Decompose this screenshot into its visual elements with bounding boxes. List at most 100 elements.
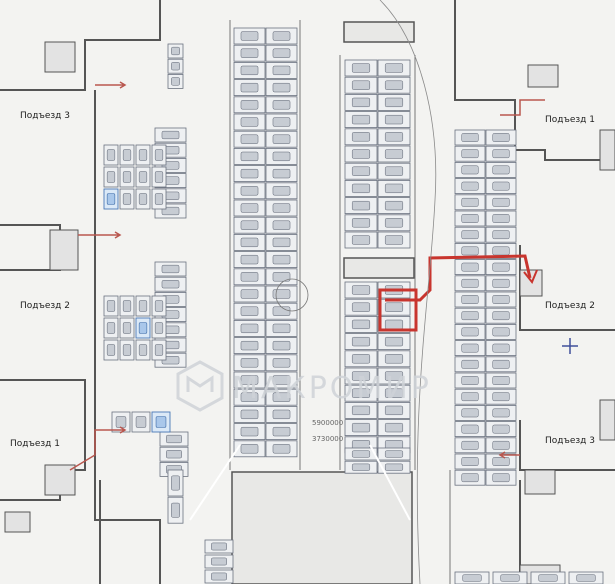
arrow-entrance-1	[69, 426, 127, 471]
car-icon	[272, 220, 291, 230]
car-icon	[272, 31, 291, 41]
car-icon	[272, 168, 291, 179]
entrance-label-right-2: Подъезд 2	[545, 301, 595, 311]
car-icon	[240, 237, 259, 248]
car-icon	[461, 440, 479, 450]
car-icon	[461, 230, 479, 240]
car-icon	[384, 319, 404, 330]
car-icon	[384, 371, 404, 381]
car-icon	[240, 358, 259, 368]
car-icon	[272, 117, 291, 127]
car-icon	[351, 218, 371, 228]
car-icon	[384, 388, 404, 398]
car-icon	[135, 416, 147, 428]
car-icon	[492, 246, 510, 256]
car-icon	[492, 278, 510, 288]
car-icon	[492, 149, 510, 159]
entrance-label-left-3: Подъезд 3	[20, 111, 70, 121]
car-icon	[240, 186, 259, 196]
car-icon	[461, 457, 479, 466]
arrow-right-1	[500, 99, 545, 116]
car-icon	[351, 319, 371, 330]
car-icon	[272, 134, 291, 144]
car-icon	[384, 463, 404, 471]
car-icon	[106, 344, 116, 356]
car-icon	[272, 392, 291, 402]
car-icon	[492, 359, 510, 369]
car-icon	[171, 62, 180, 71]
car-icon	[461, 197, 479, 207]
car-icon	[106, 300, 116, 312]
car-icon	[492, 424, 510, 434]
car-icon	[240, 392, 259, 402]
car-icon	[461, 149, 479, 159]
car-icon	[240, 203, 259, 213]
car-icon	[461, 424, 479, 434]
car-icon	[351, 149, 371, 159]
car-icon	[154, 149, 164, 161]
car-icon	[272, 254, 291, 265]
car-icon	[351, 235, 371, 245]
car-icon	[154, 322, 164, 334]
handwritten-number-2: 3730000	[312, 435, 343, 443]
car-icon	[106, 149, 116, 161]
car-icon	[492, 262, 510, 272]
car-icon	[351, 80, 371, 90]
car-icon	[384, 183, 404, 194]
car-icon	[492, 440, 510, 450]
car-icon	[461, 392, 479, 402]
car-icon	[211, 557, 227, 566]
car-icon	[122, 344, 132, 356]
car-icon	[272, 151, 291, 162]
car-icon	[492, 473, 510, 483]
car-icon	[155, 416, 167, 428]
car-icon	[492, 165, 510, 175]
car-icon	[461, 473, 479, 483]
car-icon	[492, 376, 510, 385]
entrance-label-right-1: Подъезд 1	[545, 115, 595, 125]
car-icon	[240, 254, 259, 265]
car-icon	[115, 416, 127, 428]
car-icon	[122, 300, 132, 312]
car-icon	[384, 422, 404, 433]
car-icon	[240, 117, 259, 127]
car-icon	[351, 463, 371, 471]
car-icon	[161, 264, 180, 274]
car-icon	[461, 311, 479, 321]
car-icon	[538, 574, 558, 582]
car-icon	[492, 230, 510, 240]
car-icon	[384, 405, 404, 416]
car-icon	[461, 327, 479, 337]
car-icon	[492, 311, 510, 321]
car-icon	[122, 193, 132, 205]
car-icon	[240, 272, 259, 282]
car-icon	[240, 426, 259, 437]
car-icon	[384, 97, 404, 108]
car-icon	[240, 100, 259, 110]
car-icon	[154, 171, 164, 183]
cross-mark	[562, 338, 578, 354]
car-icon	[240, 323, 259, 334]
car-icon	[272, 323, 291, 334]
pencil-line-2	[189, 444, 411, 521]
car-icon	[492, 327, 510, 337]
car-icon	[211, 542, 227, 551]
car-icon	[492, 457, 510, 466]
car-icon	[351, 388, 371, 398]
car-icon	[461, 408, 479, 418]
car-icon	[576, 574, 596, 582]
car-icon	[461, 165, 479, 175]
car-icon	[492, 392, 510, 402]
route-annotation	[69, 0, 578, 584]
car-icon	[122, 171, 132, 183]
car-icon	[106, 193, 116, 205]
car-icon	[351, 405, 371, 416]
car-icon	[272, 237, 291, 248]
car-icon	[500, 574, 520, 582]
car-icon	[351, 183, 371, 194]
car-icon	[461, 246, 479, 256]
car-icon	[240, 220, 259, 230]
car-icon	[138, 322, 148, 334]
car-icon	[492, 197, 510, 207]
car-icon	[384, 235, 404, 245]
